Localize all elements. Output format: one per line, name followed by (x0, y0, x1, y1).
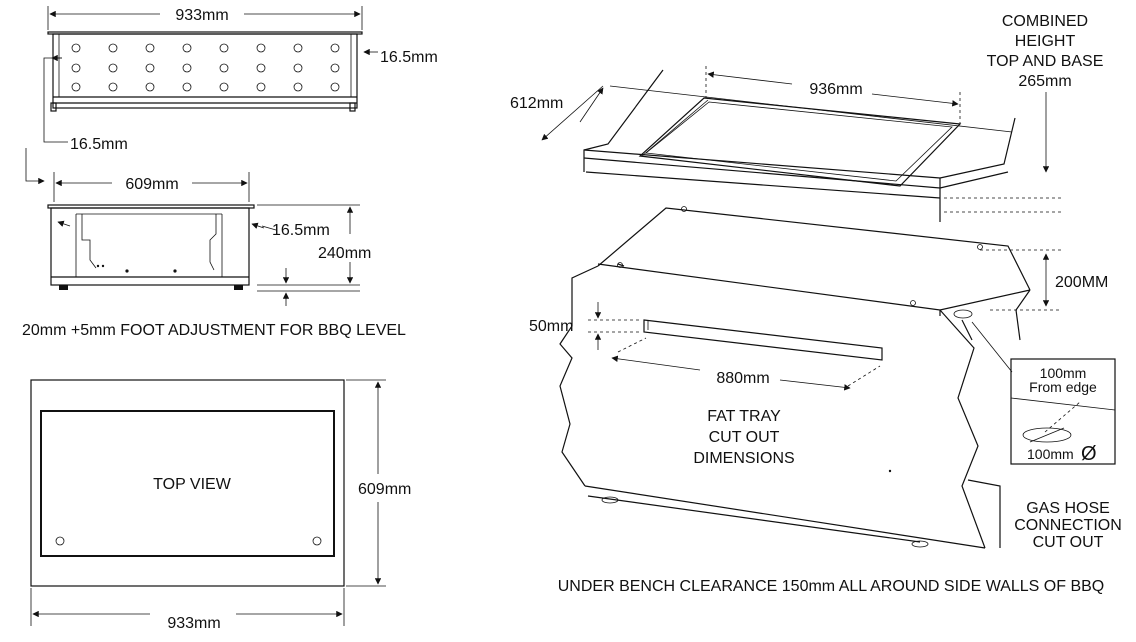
iso-width-label: 936mm (809, 81, 862, 98)
svg-text:265mm: 265mm (1018, 73, 1071, 90)
svg-text:GAS HOSE: GAS HOSE (1026, 500, 1110, 517)
isometric-view: 612mm 936mm COMBINED HEIGHT TOP AND BASE… (510, 13, 1122, 595)
svg-text:CUT OUT: CUT OUT (1033, 534, 1104, 551)
fat-tray-label: FAT TRAY CUT OUT DIMENSIONS (693, 408, 794, 467)
foot-adjustment-note: 20mm +5mm FOOT ADJUSTMENT FOR BBQ LEVEL (22, 322, 406, 339)
side-height-label: 240mm (318, 245, 371, 262)
gas-detail-distance: 100mm (1040, 365, 1087, 381)
svg-text:CONNECTION: CONNECTION (1014, 517, 1122, 534)
combined-height-label: COMBINED HEIGHT TOP AND BASE 265mm (987, 13, 1104, 90)
svg-text:FAT TRAY: FAT TRAY (707, 408, 781, 425)
front-left-offset-label: 16.5mm (70, 136, 128, 153)
top-view-outline (30, 379, 345, 587)
svg-text:HEIGHT: HEIGHT (1015, 33, 1076, 50)
svg-text:TOP AND BASE: TOP AND BASE (987, 53, 1104, 70)
side-width-label: 609mm (125, 176, 178, 193)
front-panel (52, 33, 358, 109)
svg-text:COMBINED: COMBINED (1002, 13, 1088, 30)
top-view: TOP VIEW 609mm 933mm (30, 379, 411, 632)
gas-detail-box: 100mm From edge 100mm Ø (971, 321, 1116, 465)
front-view: 933mm 16.5mm 16.5mm (25, 6, 438, 185)
gas-detail-from-edge: From edge (1029, 379, 1097, 395)
diameter-symbol: Ø (1081, 443, 1097, 465)
iso-base-piece (559, 206, 1031, 549)
front-width-label: 933mm (175, 7, 228, 24)
side-view: 609mm 16.5mm 240mm 20mm +5mm FOOT ADJUST… (22, 172, 406, 339)
gas-diameter-label: 100mm (1027, 446, 1074, 462)
svg-text:DIMENSIONS: DIMENSIONS (693, 450, 794, 467)
top-view-inner (40, 410, 335, 557)
iso-tray-width-label: 880mm (716, 370, 769, 387)
top-view-width-label: 933mm (167, 615, 220, 632)
side-panel (50, 207, 250, 286)
iso-depth-label: 612mm (510, 95, 563, 112)
burner-holes (71, 43, 340, 92)
top-view-title: TOP VIEW (153, 476, 232, 493)
side-offset-label: 16.5mm (272, 222, 330, 239)
iso-top-piece (583, 69, 1016, 222)
iso-base-height-label: 200MM (1055, 274, 1108, 291)
svg-text:CUT OUT: CUT OUT (709, 429, 780, 446)
front-side-offset-label: 16.5mm (380, 49, 438, 66)
iso-tray-height-label: 50mm (529, 318, 573, 335)
top-view-depth-label: 609mm (358, 481, 411, 498)
gas-hose-label: GAS HOSE CONNECTION CUT OUT (1014, 500, 1122, 551)
clearance-note: UNDER BENCH CLEARANCE 150mm ALL AROUND S… (558, 578, 1105, 595)
